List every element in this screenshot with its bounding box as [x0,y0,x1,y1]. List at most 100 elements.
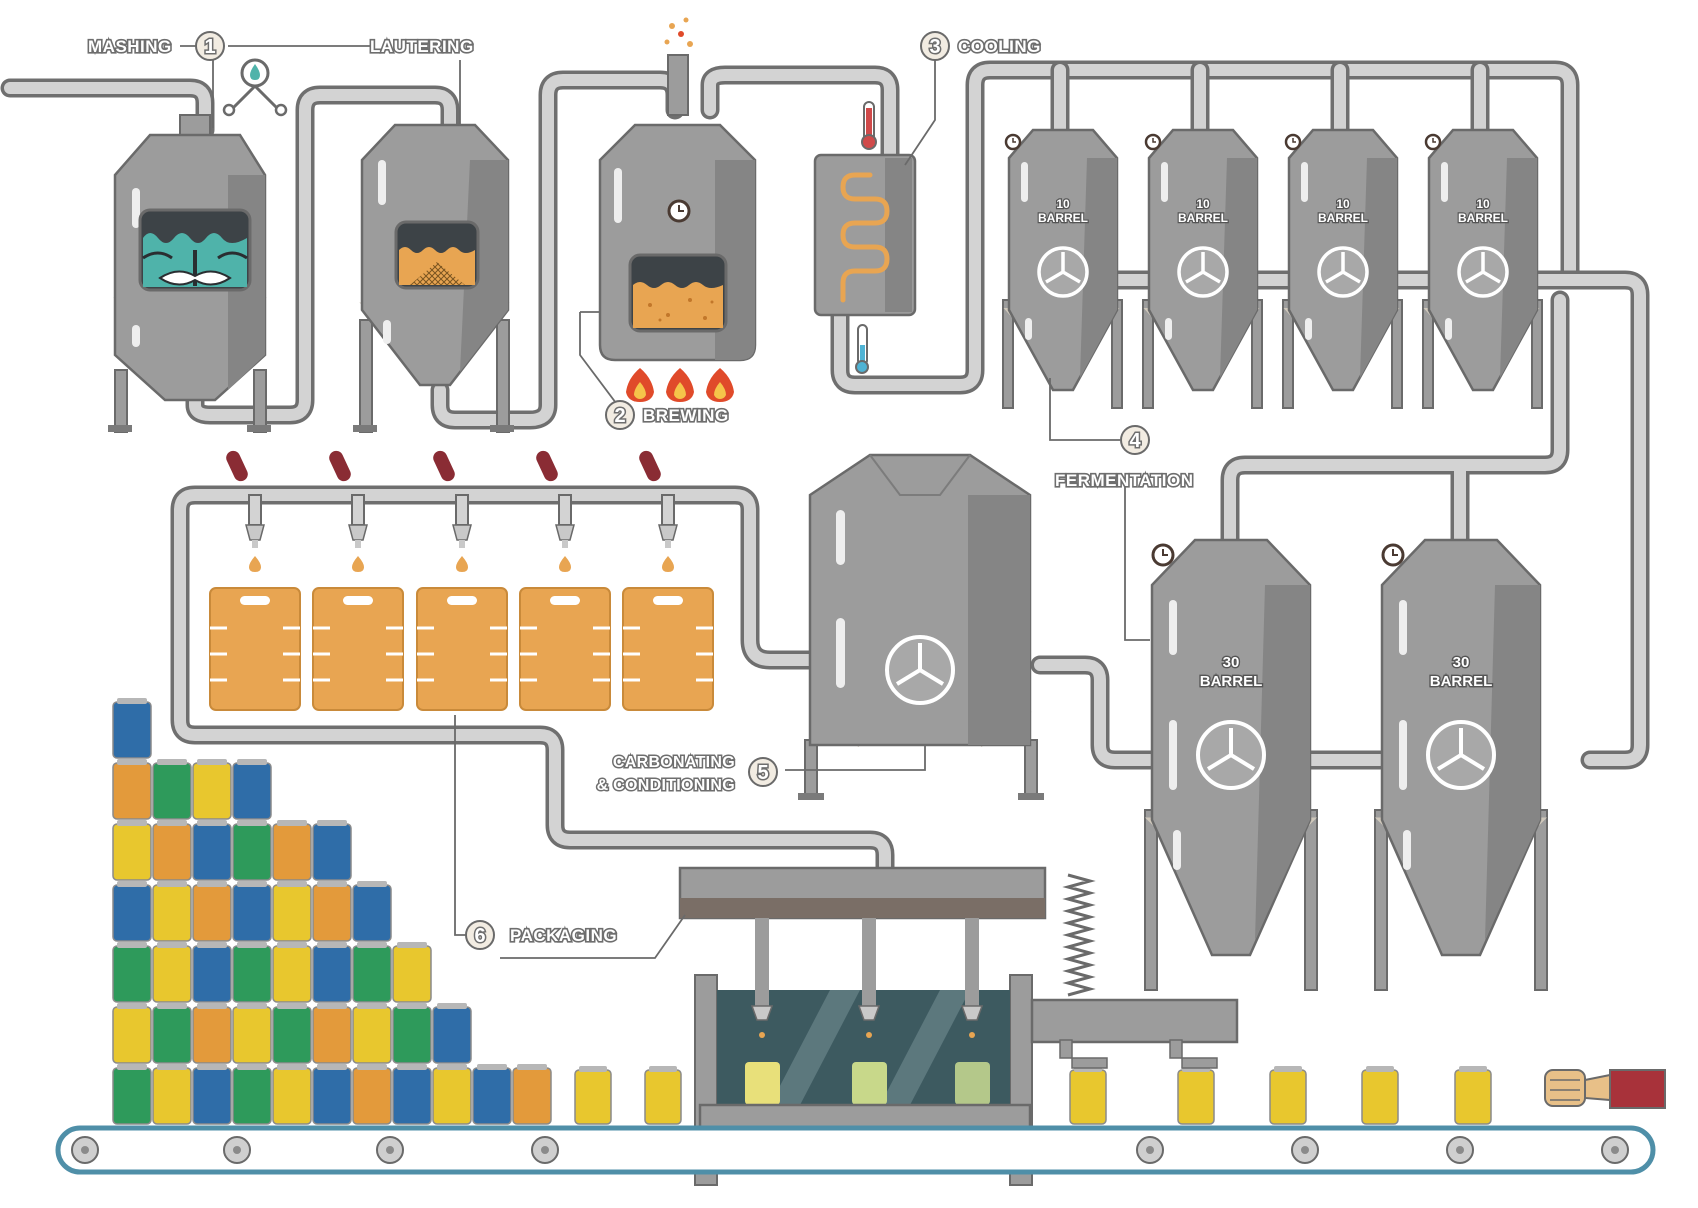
keg-icon [622,587,714,711]
canning-machine [678,866,1239,1186]
spring-icon [1062,873,1096,997]
hand-icon [1544,1069,1611,1107]
fermenter-size: 10 [1476,197,1490,211]
step-number: 5 [757,762,768,784]
can-icon [192,1064,232,1125]
fermenter-size: 10 [1056,197,1070,211]
can-icon [192,881,232,942]
keg-station [416,450,508,711]
can-icon [432,1064,472,1125]
can-icon [112,881,152,942]
can-icon [112,942,152,1003]
brew-kettle [598,17,757,362]
faucet-icon [639,450,678,548]
can-icon [232,1003,272,1064]
mash-tun [108,114,271,433]
flame-icon [706,368,734,402]
conveyor-cans [574,1066,1492,1125]
keg-station [209,450,301,711]
fermenter-unit: BARREL [1430,673,1493,690]
pipe-network [0,60,1650,890]
can-icon [312,1064,352,1125]
can-icon [192,759,232,820]
flame-icon [666,368,694,402]
can-icon [152,1064,192,1125]
keg-station [312,450,404,711]
cooling-label: COOLING [958,37,1041,56]
roller-icon [1136,1136,1164,1164]
can-icon [1069,1066,1107,1125]
fermenter-size: 10 [1196,197,1210,211]
keg-icon [312,587,404,711]
clock-icon [1381,543,1405,567]
can-icon [352,942,392,1003]
can-icon [1454,1066,1492,1125]
faucet-icon [433,450,472,548]
roller-icon [71,1136,99,1164]
can-icon [392,942,432,1003]
step-badge [195,31,225,61]
can-icon [432,1003,472,1064]
can-icon [312,942,352,1003]
conveyor-belt [55,1125,1656,1175]
step-badge [920,31,950,61]
fermenter-unit: BARREL [1178,211,1228,225]
can-stack [112,698,552,1125]
can-icon [232,942,272,1003]
can-icon [352,1064,392,1125]
keg-icon [416,587,508,711]
packaging-label: PACKAGING [510,926,617,945]
can-icon [232,1064,272,1125]
faucet-icon [536,450,575,548]
roller-icon [1446,1136,1474,1164]
step-number: 2 [614,405,625,427]
can-icon [312,881,352,942]
carbonating-label: CARBONATING [613,754,735,771]
can-icon [1269,1066,1307,1125]
roller-icon [376,1136,404,1164]
keg-filling-line [209,450,714,711]
can-icon [312,820,352,881]
agitator-icon [158,270,232,286]
step-number: 1 [204,36,215,58]
roller-icon [1601,1136,1629,1164]
mashing-label: MASHING [88,37,172,56]
fermenter-size: 30 [1453,654,1470,671]
thermometer-icon [855,324,869,374]
can-icon [152,1003,192,1064]
lautering-label: LAUTERING [370,37,474,56]
can-icon [152,881,192,942]
step-badge [465,920,495,950]
can-icon [112,820,152,881]
roller-icon [1291,1136,1319,1164]
can-icon [112,759,152,820]
clock-icon [1004,133,1022,151]
thermometer-icon [861,101,877,150]
valve-icon [222,58,288,117]
can-icon [112,698,152,759]
can-icon [472,1064,512,1125]
can-icon [232,820,272,881]
can-icon [112,1064,152,1125]
fermentation-label: FERMENTATION [1055,471,1194,490]
step-badge [1120,425,1150,455]
heat-exchanger [813,101,917,374]
step-number: 4 [1129,430,1141,452]
keg-icon [209,587,301,711]
step-number: 3 [929,36,940,58]
step-badge [748,757,778,787]
can-icon [574,1066,612,1125]
can-icon [272,1003,312,1064]
can-icon [112,1003,152,1064]
flame-icon [626,368,654,402]
can-icon [312,1003,352,1064]
keg-icon [519,587,611,711]
can-icon [192,820,232,881]
